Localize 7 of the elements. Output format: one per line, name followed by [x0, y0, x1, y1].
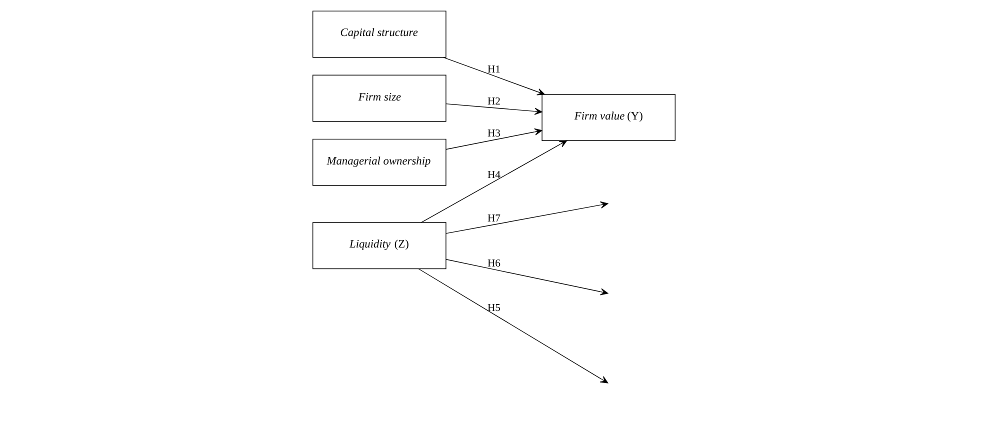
edge-label: H3	[487, 128, 501, 140]
edge-label: H1	[487, 64, 501, 76]
edge-label: H5	[487, 302, 501, 314]
edge-label: H6	[487, 257, 501, 270]
edge-label: H2	[487, 96, 501, 108]
edge-label: H4	[487, 168, 501, 181]
edge-label: H7	[487, 212, 501, 224]
